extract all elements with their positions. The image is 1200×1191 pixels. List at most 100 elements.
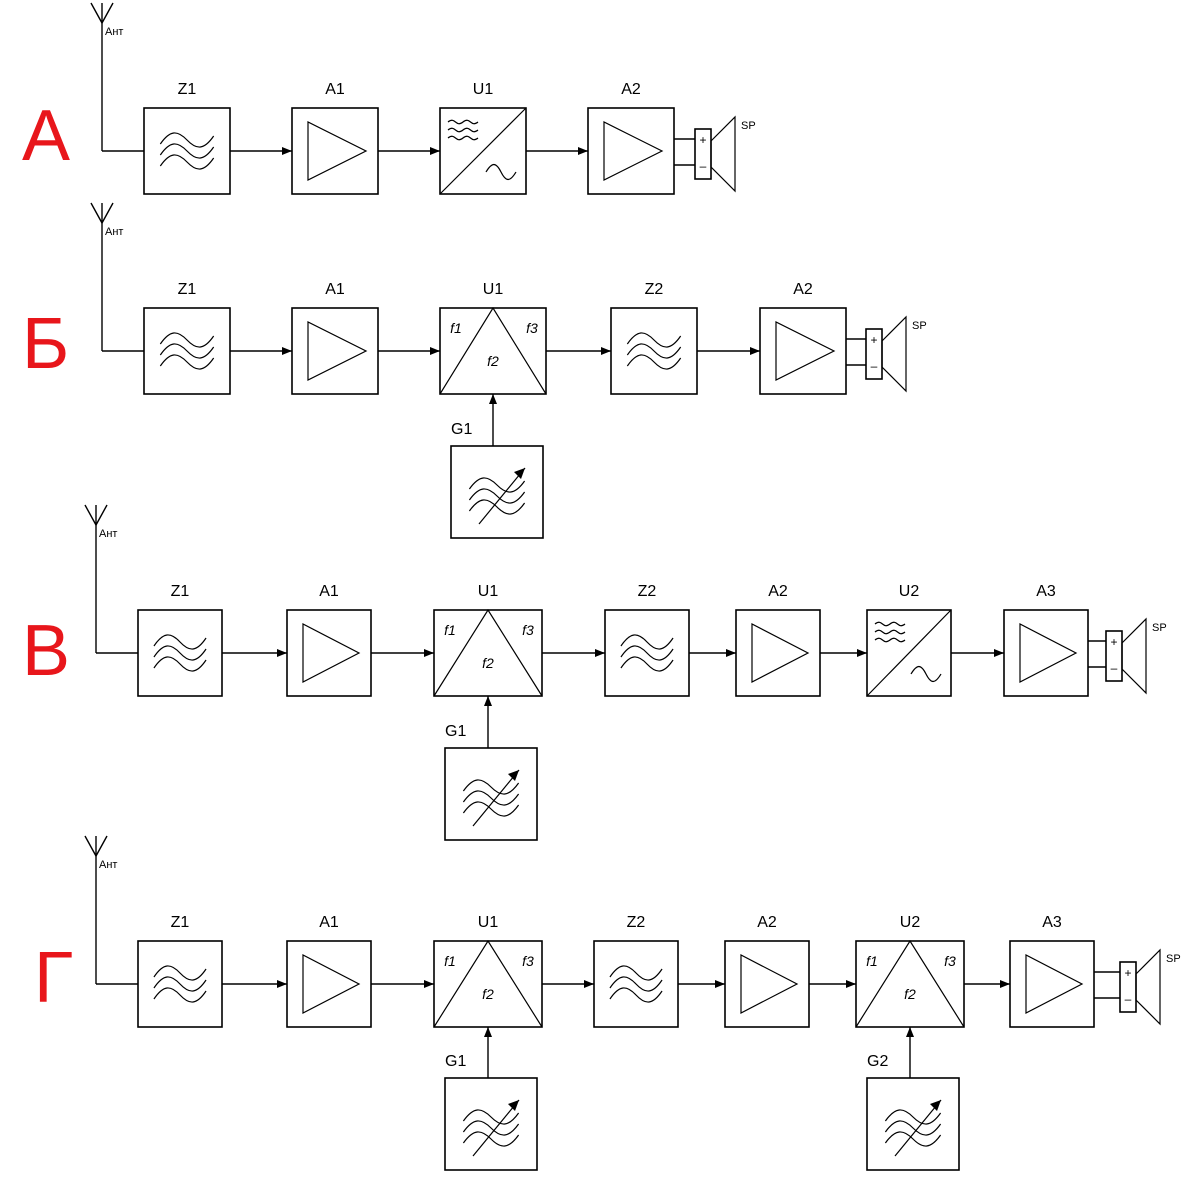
block-z1: Z1: [143, 81, 231, 195]
amplifier-triangle-icon: [302, 954, 361, 1014]
tunable-oscillator-waves-icon: [462, 779, 520, 817]
block-a2: A2: [735, 583, 821, 697]
wave-line: [159, 332, 215, 348]
arrow-head: [282, 147, 292, 155]
tuning-arrow-head: [508, 1100, 519, 1111]
signal-arrow: [371, 649, 434, 657]
block-z1: Z1: [143, 281, 231, 395]
tuning-arrow-head: [514, 468, 525, 479]
mixer-triangle-icon: [433, 608, 543, 697]
row-letter: В: [22, 611, 70, 691]
signal-arrow: [526, 147, 588, 155]
tuning-arrow-line: [472, 769, 520, 827]
row-letter: Г: [34, 938, 73, 1018]
block-label: A2: [621, 81, 641, 98]
arrow-head: [906, 1027, 914, 1037]
mixer-f1-label: f1: [444, 622, 456, 638]
wave-line: [159, 154, 215, 170]
arrow-head: [750, 347, 760, 355]
amplifier-box: [735, 609, 821, 697]
wave-line: [626, 354, 682, 370]
arrow-head: [424, 980, 434, 988]
tuning-arrow-line: [894, 1099, 942, 1157]
wave-line: [462, 779, 520, 795]
tuning-arrow-head: [930, 1100, 941, 1111]
tuning-arrow-icon: [472, 1099, 520, 1157]
bandpass-filter-icon: [620, 634, 674, 672]
oscillator-box: [450, 445, 544, 539]
block-label: A2: [757, 914, 777, 931]
wave-line: [153, 965, 207, 981]
signal-arrow: [230, 147, 292, 155]
mixer-f2-label: f2: [904, 986, 916, 1002]
block-label: A2: [768, 583, 788, 600]
antenna-label: Ант: [99, 859, 117, 871]
block-label: Z1: [178, 281, 197, 298]
block-a3: A3: [1009, 914, 1095, 1028]
speaker-cone: [1135, 948, 1161, 1026]
wave-line: [462, 1131, 520, 1147]
tuning-arrow-line: [472, 1099, 520, 1157]
amplifier-triangle-icon: [307, 121, 368, 181]
rf-wave: [447, 135, 479, 141]
oscillator-g2: G2: [866, 1027, 960, 1171]
wave-line: [159, 343, 215, 359]
wave-line: [620, 656, 674, 672]
speaker-label: SP: [1152, 622, 1167, 634]
bandpass-filter-icon: [153, 965, 207, 1003]
row-letter: Б: [22, 304, 69, 384]
row-letter: А: [22, 96, 70, 176]
rf-wave: [874, 637, 906, 643]
block-label: Z1: [171, 583, 190, 600]
signal-arrow: [222, 649, 287, 657]
wave-line: [884, 1120, 942, 1136]
speaker-icon: +–SP: [846, 315, 927, 393]
af-wave-icon: [910, 665, 942, 683]
block-label: A1: [325, 281, 345, 298]
antenna-icon: [84, 504, 108, 653]
arrow-head: [430, 347, 440, 355]
arrow-head: [484, 1027, 492, 1037]
arrow-head: [726, 649, 736, 657]
mixer-f1-label: f1: [866, 953, 878, 969]
wave-line: [153, 987, 207, 1003]
wave-line: [609, 987, 663, 1003]
speaker-plus-sign: +: [699, 133, 706, 147]
block-a3: A3: [1003, 583, 1089, 697]
arrow-head: [277, 649, 287, 657]
wave-line: [462, 1109, 520, 1125]
block-a1: A1: [286, 583, 372, 697]
signal-arrow: [689, 649, 736, 657]
amplifier-triangle-icon: [302, 623, 361, 683]
tuning-arrow-icon: [478, 467, 526, 525]
oscillator-label: G1: [445, 723, 466, 740]
wave-line: [468, 477, 526, 493]
block-z2: Z2: [593, 914, 679, 1028]
signal-arrow: [697, 347, 760, 355]
mixer-f3-label: f3: [944, 953, 956, 969]
wave-line: [153, 976, 207, 992]
amplifier-box: [291, 307, 379, 395]
wave-line: [626, 343, 682, 359]
af-wave-icon: [485, 163, 517, 181]
amplifier-box: [286, 940, 372, 1028]
wave-line: [620, 634, 674, 650]
speaker-icon: +–SP: [674, 115, 756, 193]
amplifier-box: [291, 107, 379, 195]
speaker-minus-sign: –: [1125, 992, 1132, 1006]
amplifier-triangle-icon: [307, 321, 368, 381]
detector-diagonal: [439, 107, 527, 195]
arrow-head: [489, 394, 497, 404]
antenna-label: Ант: [105, 26, 123, 38]
wave-line: [462, 801, 520, 817]
mixer-triangle-icon: [439, 306, 547, 395]
tuning-arrow-icon: [472, 769, 520, 827]
bandpass-filter-icon: [159, 132, 215, 170]
block-label: U2: [899, 583, 920, 600]
signal-arrow: [546, 347, 611, 355]
block-label: Z1: [171, 914, 190, 931]
oscillator-g1: G1: [450, 394, 544, 539]
block-label: A2: [793, 281, 813, 298]
arrow-head: [994, 649, 1004, 657]
